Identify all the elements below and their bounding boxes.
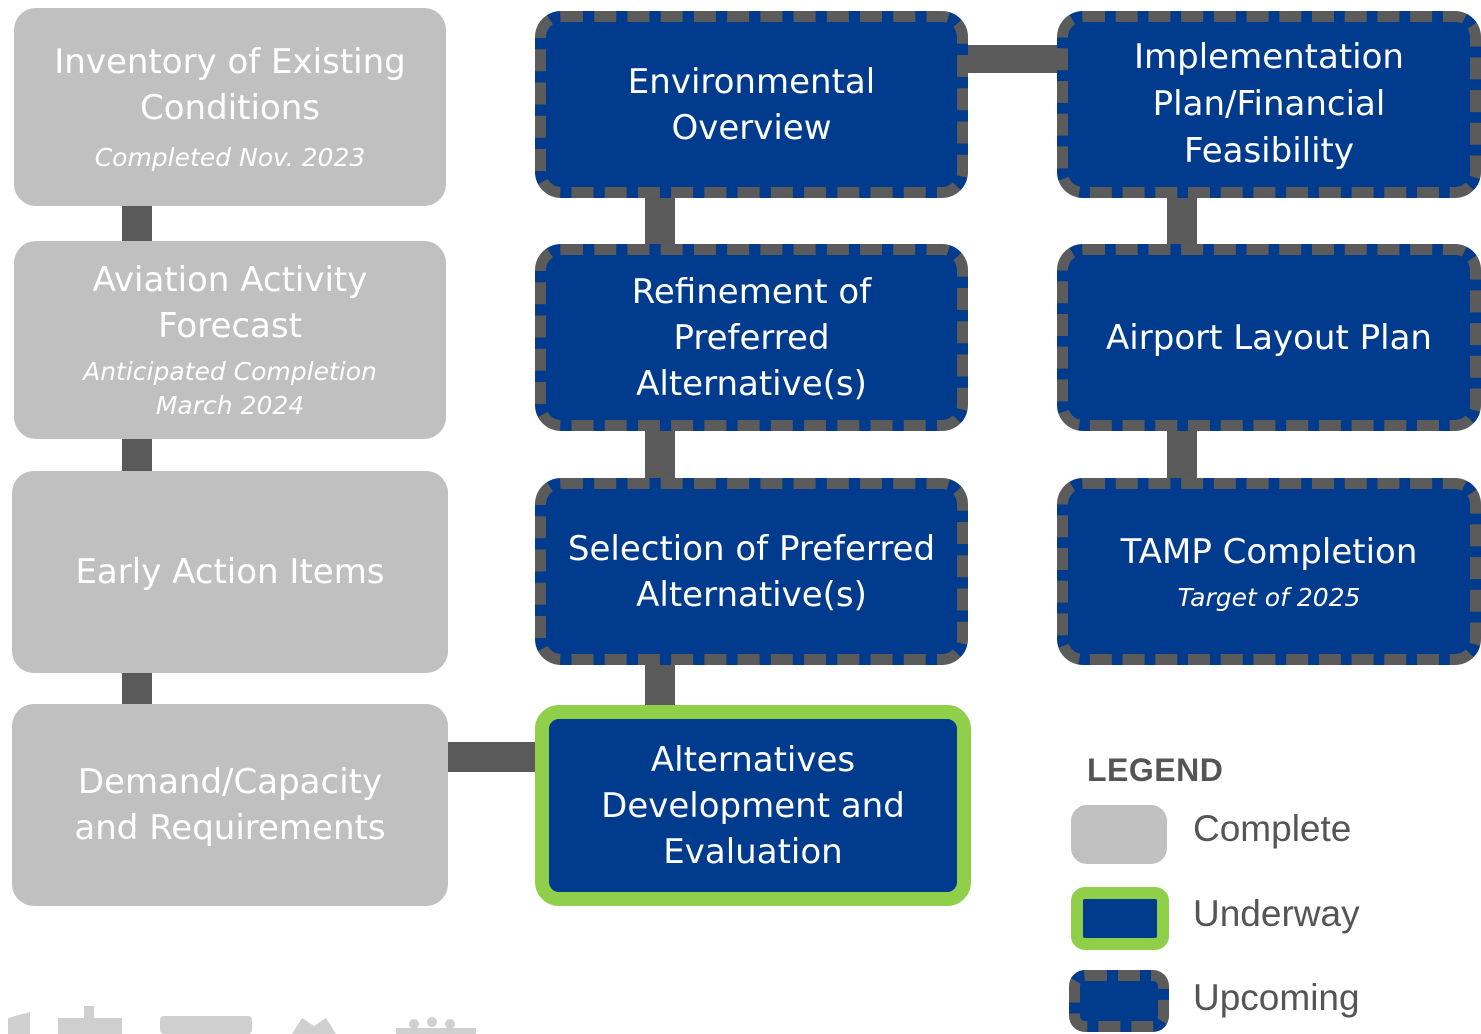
bus-icon (160, 1016, 252, 1034)
implementation-title: Implementation Plan/Financial Feasibilit… (1134, 37, 1404, 171)
selection-title: Selection of Preferred Alternative(s) (567, 528, 936, 615)
connector-early-action-demand (122, 672, 152, 706)
legend-upcoming-label: Upcoming (1193, 977, 1360, 1018)
connector-forecast-early-action (122, 437, 152, 473)
inventory-title: Inventory of Existing Conditions (54, 42, 406, 128)
connector-refinement-environmental (645, 194, 675, 248)
hand-icon (396, 1017, 476, 1034)
tamp-status: Target of 2025 (1177, 582, 1361, 612)
legend-title: LEGEND (1087, 752, 1224, 788)
airport-layout-plan-box: Airport Layout Plan (1057, 244, 1481, 431)
legend-upcoming-swatch (1069, 970, 1169, 1032)
building-icon (58, 1006, 122, 1034)
inventory-status: Completed Nov. 2023 (94, 143, 366, 172)
demand-capacity-title: Demand/Capacity and Requirements (74, 762, 386, 848)
forecast-box: Aviation Activity Forecast Anticipated C… (14, 241, 446, 439)
alternatives-title: Alternatives Development and Evaluation (601, 739, 905, 872)
legend-complete-swatch (1071, 805, 1167, 864)
alternatives-box: Alternatives Development and Evaluation (535, 705, 971, 906)
environmental-box: Environmental Overview (535, 11, 968, 198)
refinement-title: Refinement of Preferred Alternative(s) (631, 271, 872, 404)
connector-demand-alternatives (447, 742, 539, 772)
legend-complete-label: Complete (1193, 808, 1352, 849)
refinement-box: Refinement of Preferred Alternative(s) (535, 244, 968, 431)
legend-underway-label: Underway (1193, 893, 1360, 934)
footer-icons (8, 1006, 476, 1034)
legend-underway-swatch (1071, 887, 1169, 950)
early-action-title: Early Action Items (75, 552, 385, 592)
environmental-title: Environmental Overview (627, 61, 876, 148)
flag-icon (8, 1012, 30, 1034)
connector-alp-tamp (1167, 428, 1197, 482)
connector-alternatives-selection (645, 662, 675, 708)
early-action-box: Early Action Items (12, 471, 448, 673)
connector-selection-refinement (645, 428, 675, 482)
people-icon (292, 1018, 336, 1034)
forecast-status: Anticipated Completion March 2024 (83, 357, 377, 420)
airport-layout-plan-title: Airport Layout Plan (1106, 317, 1432, 358)
forecast-title: Aviation Activity Forecast (92, 260, 368, 346)
tamp-box: TAMP Completion Target of 2025 (1057, 478, 1481, 665)
inventory-box: Inventory of Existing Conditions Complet… (14, 8, 446, 206)
connector-inventory-forecast (122, 205, 152, 243)
implementation-box: Implementation Plan/Financial Feasibilit… (1057, 11, 1481, 198)
connector-environmental-implementation (960, 45, 1064, 73)
selection-box: Selection of Preferred Alternative(s) (535, 478, 968, 665)
tamp-title: TAMP Completion (1120, 531, 1418, 572)
connector-implementation-alp (1167, 194, 1197, 248)
demand-capacity-box: Demand/Capacity and Requirements (12, 704, 448, 906)
